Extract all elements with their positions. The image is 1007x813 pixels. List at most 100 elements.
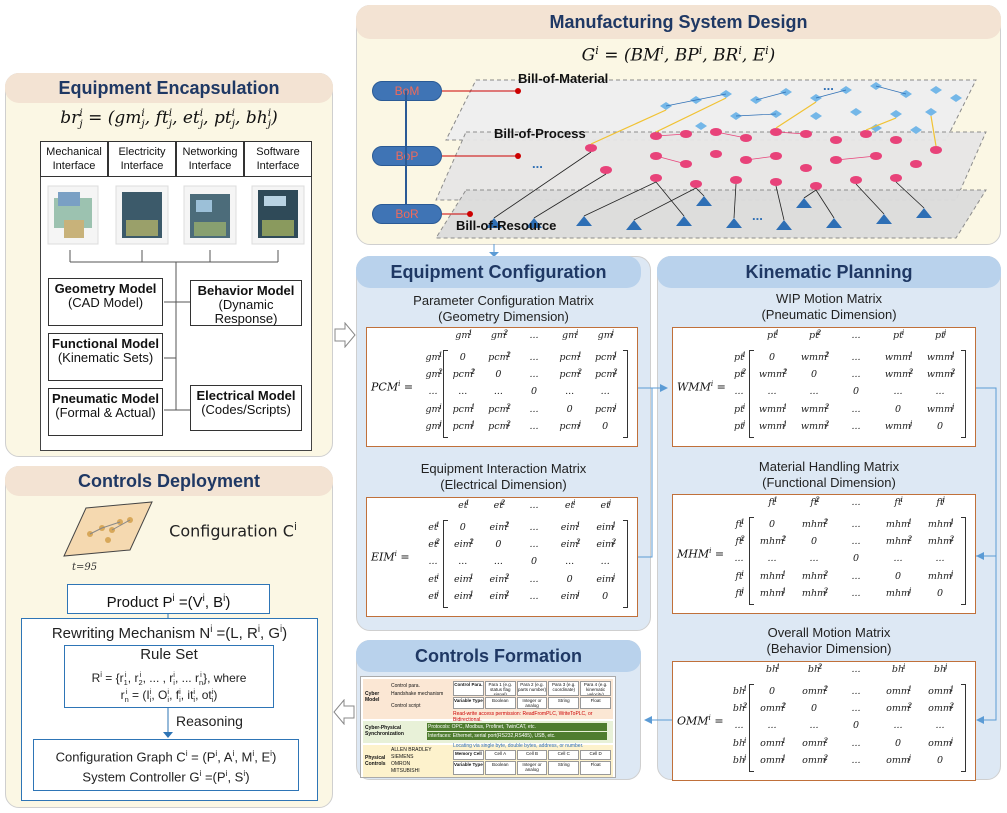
table-cell: Boolean xyxy=(484,760,516,775)
matrix-cell: ... xyxy=(767,720,777,732)
machine-image-mechanical xyxy=(47,185,99,245)
matrix-cell: ... xyxy=(851,703,861,715)
matrix-cell: ... xyxy=(851,403,861,415)
matrix-row-header: ... xyxy=(428,386,438,398)
matrix-cell: 0 xyxy=(459,522,466,533)
matrix-cell: 0 xyxy=(459,352,466,363)
matrix-cell: 0 xyxy=(936,587,944,599)
matrix-cell: 0 xyxy=(602,590,609,602)
matrix-cell: 0 xyxy=(602,420,609,432)
configuration-graph-label: Configuration Graph Ci = (Pi, Ai, Mi, Ei… xyxy=(55,748,277,765)
equipment-encapsulation-title: Equipment Encapsulation xyxy=(5,73,333,103)
table-cell: Float xyxy=(580,697,611,709)
matrix-cell: 0 xyxy=(530,556,538,568)
svg-text:t=95: t=95 xyxy=(72,562,97,573)
matrix-cell: ... xyxy=(935,386,945,398)
machine-thumbnails xyxy=(47,185,305,245)
matrix-col-header: ... xyxy=(529,500,539,511)
note-blue: Locating via single byte, double bytes, … xyxy=(453,743,584,749)
model-tree-lines xyxy=(69,250,279,411)
wmm-title: WIP Motion Matrix xyxy=(776,291,882,306)
arrow-left-hollow xyxy=(333,699,355,725)
matrix-cell: ... xyxy=(529,539,539,551)
vendor-2: OMRON xyxy=(391,761,411,767)
layer-bill-of-material: Bill-of-Material xyxy=(518,71,609,86)
omm-subtitle: (Behavior Dimension) xyxy=(766,641,892,656)
vendor-3: MITSUBISHI xyxy=(391,768,420,774)
reasoning-label: Reasoning xyxy=(176,713,243,729)
matrix-cell: ... xyxy=(851,420,861,432)
pneumatic-model-box: Pneumatic Model (Formal & Actual) xyxy=(48,388,163,436)
matrix-cell: ... xyxy=(493,386,503,398)
cyber-model-item-1: Handshake mechanism xyxy=(391,691,444,697)
matrix-cell: ... xyxy=(893,720,903,732)
matrix-cell: 0 xyxy=(530,386,538,398)
matrix-cell: 0 xyxy=(936,754,944,766)
matrix-cell: 0 xyxy=(810,369,818,381)
table-cell: Cell C xyxy=(548,750,580,760)
cyber-model-row: Cyber Model Control para. Handshake mech… xyxy=(363,679,613,723)
matrix-cell: 0 xyxy=(810,703,818,715)
matrix-cell: 0 xyxy=(495,369,502,381)
physical-controls-row: Physical Controls ALLEN BRADLEY SIEMENS … xyxy=(363,743,613,777)
wmm-subtitle: (Pneumatic Dimension) xyxy=(761,307,897,322)
omm-title: Overall Motion Matrix xyxy=(767,625,891,640)
layer-bill-of-process: Bill-of-Process xyxy=(494,126,586,141)
pcm-subtitle: (Geometry Dimension) xyxy=(438,309,569,324)
table-cell: Integer or analog xyxy=(516,697,548,709)
manufacturing-system-design-title: Manufacturing System Design xyxy=(356,5,1001,39)
pneumatic-model-name: Pneumatic Model xyxy=(52,391,159,406)
rule-set-title: Rule Set xyxy=(140,646,198,663)
matrix-bracket-right xyxy=(623,350,628,438)
matrix-bracket-left xyxy=(749,517,754,605)
matrix-row-header: ... xyxy=(734,386,744,398)
matrix-label: WMMi = xyxy=(677,379,726,394)
rule-set-box xyxy=(64,645,274,708)
behavior-model-name: Behavior Model xyxy=(197,283,295,298)
geometry-model-sub: (CAD Model) xyxy=(67,295,144,310)
pneumatic-model-sub: (Formal & Actual) xyxy=(55,405,156,420)
side-label-connectors xyxy=(405,88,521,217)
interface-electricity: Electricity Interface xyxy=(108,141,176,177)
matrix-label: OMMi = xyxy=(677,713,724,728)
